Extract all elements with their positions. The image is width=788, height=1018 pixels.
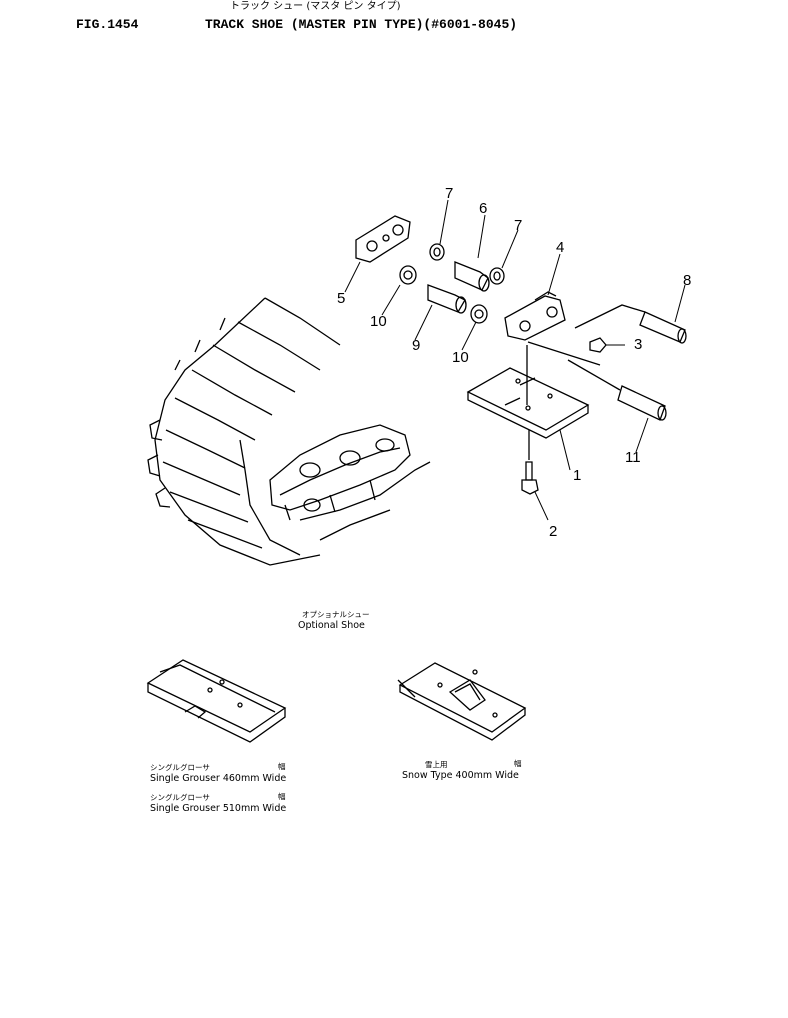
part-5-link-drawing xyxy=(355,215,411,263)
optional-heading: Optional Shoe xyxy=(298,620,365,631)
seal-bushing-drawing xyxy=(399,243,505,324)
callout-3: 3 xyxy=(634,336,643,353)
single-grouser-510-japanese: シングルグローサ xyxy=(150,793,210,802)
part-3-nut-drawing xyxy=(589,337,607,353)
part-8-pin-drawing xyxy=(574,304,687,344)
callout-7-left: 7 xyxy=(445,185,454,202)
callout-4: 4 xyxy=(556,239,565,256)
callout-9: 9 xyxy=(412,337,421,354)
callout-10-left: 10 xyxy=(370,313,387,330)
figure-number: FIG.1454 xyxy=(76,17,139,32)
title-english: TRACK SHOE (MASTER PIN TYPE)(#6001-8045) xyxy=(205,17,518,32)
part-2-bolt-drawing xyxy=(521,430,539,495)
part-11-pin-drawing xyxy=(567,359,667,421)
callout-2: 2 xyxy=(549,523,558,540)
title-japanese: トラック シュー (マスタ ピン タイプ) xyxy=(230,1,401,12)
snow-type-wide-japanese: 幅 xyxy=(514,759,522,768)
callout-6: 6 xyxy=(479,200,488,217)
single-grouser-460-wide-japanese: 幅 xyxy=(278,762,286,771)
callout-7-right: 7 xyxy=(514,217,523,234)
single-grouser-460-japanese: シングルグローサ xyxy=(150,763,210,772)
single-grouser-510-wide-japanese: 幅 xyxy=(278,792,286,801)
track-assembly-drawing xyxy=(147,297,431,566)
callout-1: 1 xyxy=(573,467,582,484)
callout-10-right: 10 xyxy=(452,349,469,366)
optional-snow-shoe-drawing xyxy=(397,662,527,741)
callout-5: 5 xyxy=(337,290,346,307)
callout-8: 8 xyxy=(683,272,692,289)
snow-type-caption: Snow Type 400mm Wide xyxy=(402,770,519,781)
part-4-link-drawing xyxy=(504,291,601,366)
optional-single-grouser-drawing xyxy=(146,659,287,743)
part-1-shoe-drawing xyxy=(466,345,590,439)
single-grouser-510-caption: Single Grouser 510mm Wide xyxy=(150,803,287,814)
snow-type-japanese: 雪上用 xyxy=(425,760,448,769)
single-grouser-460-caption: Single Grouser 460mm Wide xyxy=(150,773,287,784)
optional-heading-japanese: オプショナルシュー xyxy=(302,610,370,619)
callout-11: 11 xyxy=(625,449,641,466)
leader-lines xyxy=(344,199,686,521)
